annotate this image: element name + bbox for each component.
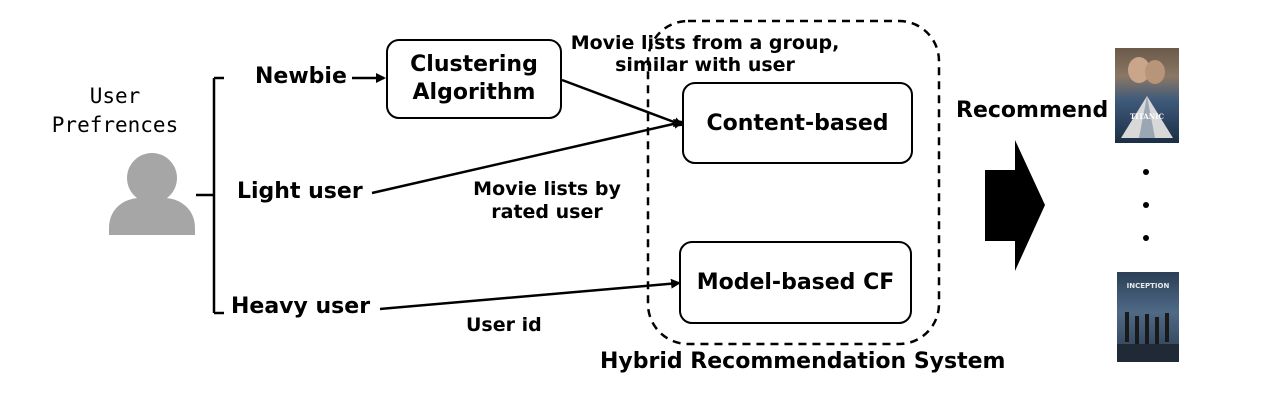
user-preferences-title: User Prefrences bbox=[40, 82, 190, 140]
user-id-label: User id bbox=[466, 314, 542, 336]
ellipsis-dot bbox=[1143, 169, 1149, 175]
heavy-user-label: Heavy user bbox=[231, 294, 371, 319]
movie-poster-titanic: TITANIC bbox=[1115, 48, 1179, 143]
model-based-cf-box: Model-based CF bbox=[679, 241, 912, 324]
ellipsis-dot bbox=[1143, 235, 1149, 241]
user-title-line1: User bbox=[89, 84, 141, 108]
arrow-heavy-to-model bbox=[379, 278, 681, 311]
group-label-line2: similar with user bbox=[615, 54, 795, 76]
rated-label-line2: rated user bbox=[491, 201, 603, 223]
hybrid-system-border bbox=[646, 19, 941, 346]
hybrid-system-label: Hybrid Recommendation System bbox=[600, 349, 1006, 374]
poster-title-titanic: TITANIC bbox=[1130, 112, 1164, 121]
clustering-algorithm-box: Clustering Algorithm bbox=[386, 39, 562, 119]
arrow-clustering-to-content bbox=[561, 78, 684, 127]
user-type-bracket bbox=[196, 76, 224, 315]
poster-title-inception: INCEPTION bbox=[1126, 282, 1170, 290]
arrow-light-to-content bbox=[371, 118, 684, 195]
group-movie-list-label: Movie lists from a group, similar with u… bbox=[560, 32, 850, 76]
ellipsis-dot bbox=[1143, 202, 1149, 208]
rated-label-line1: Movie lists by bbox=[473, 178, 621, 200]
recommend-label: Recommend bbox=[956, 98, 1109, 123]
group-label-line1: Movie lists from a group, bbox=[570, 32, 840, 54]
user-title-line2: Prefrences bbox=[51, 113, 179, 137]
rated-user-label: Movie lists by rated user bbox=[462, 178, 632, 224]
content-based-box: Content-based bbox=[682, 82, 913, 164]
newbie-label: Newbie bbox=[255, 64, 347, 89]
clustering-line2: Algorithm bbox=[412, 80, 536, 105]
model-based-cf-label: Model-based CF bbox=[696, 270, 895, 295]
person-icon bbox=[109, 153, 195, 235]
recommend-arrow bbox=[985, 140, 1045, 271]
light-user-label: Light user bbox=[237, 179, 363, 204]
movie-poster-inception: INCEPTION bbox=[1117, 272, 1179, 362]
clustering-line1: Clustering bbox=[410, 52, 538, 77]
content-based-label: Content-based bbox=[706, 110, 889, 136]
